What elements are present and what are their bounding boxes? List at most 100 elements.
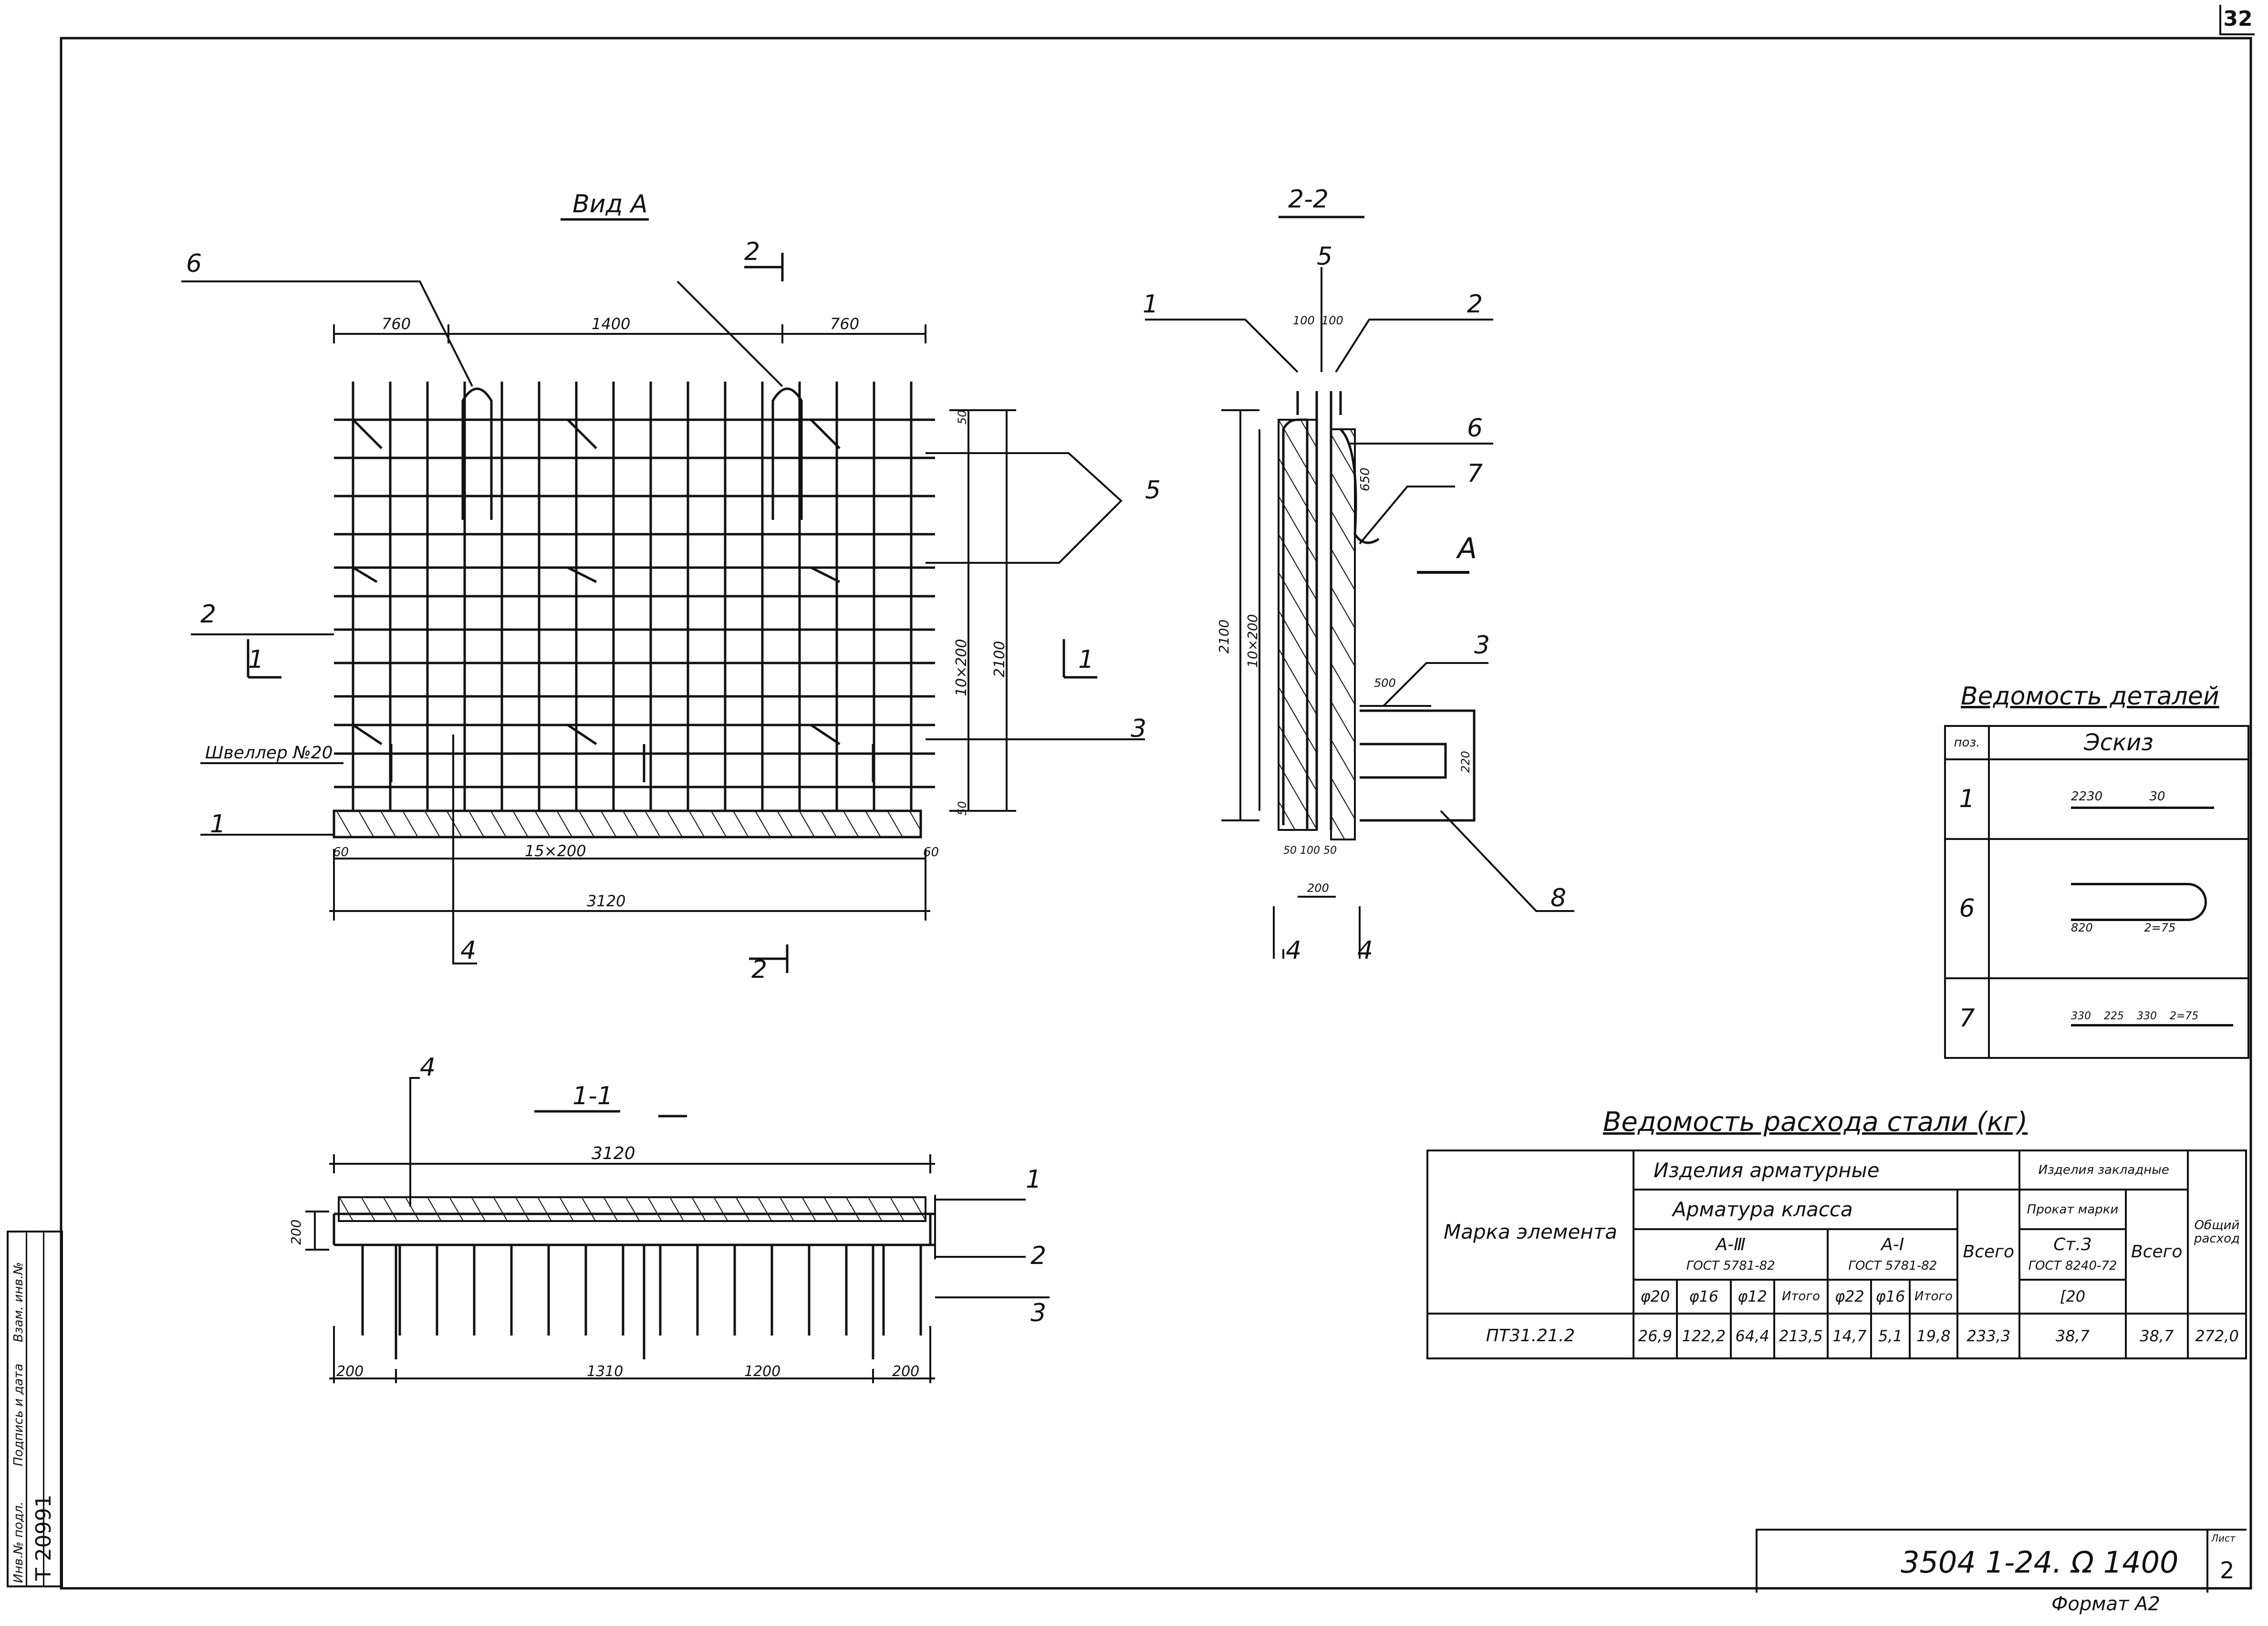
callout-4a: 4 [460, 936, 476, 965]
section-2-2-title: 2-2 [1288, 185, 1329, 214]
dim-r75b: 2=75 [2170, 1010, 2199, 1022]
profile: Прокат марки [2018, 1189, 2127, 1230]
col-total2: Всего [2124, 1189, 2189, 1315]
callout-5b: 5 [1317, 242, 1332, 271]
side-stamp: Инв.№ подл. Подпись и дата Взам. инв.№ Т… [7, 1231, 63, 1587]
dim-30: 30 [2149, 789, 2165, 804]
row-value: 213,5 [1773, 1312, 1829, 1360]
row-mark: ПТ31.21.2 [1426, 1312, 1634, 1360]
dim-200-left: 200 [336, 1363, 364, 1380]
col-overall: Общий расход [2187, 1150, 2247, 1315]
side-label: Инв.№ подл. [11, 1501, 26, 1583]
callout-6b: 6 [1467, 414, 1483, 443]
row-value: 19,8 [1908, 1312, 1959, 1360]
profile-size: [20 [2018, 1279, 2127, 1315]
row-value: 14,7 [1827, 1312, 1873, 1360]
dim-10x200-b: 10×200 [1245, 614, 1260, 668]
drawing-frame [60, 37, 2252, 1590]
diam-a1: φ16 [1870, 1279, 1911, 1315]
dim-2100-a: 2100 [991, 641, 1008, 677]
dim-60-left: 60 [333, 845, 349, 860]
row-value: 64,4 [1729, 1312, 1775, 1360]
row-value: 26,9 [1633, 1312, 1678, 1360]
details-sketch-6: 820 2=75 [1988, 838, 2249, 980]
diam-a1: Итого [1908, 1279, 1959, 1315]
dim-100b: 100 [1321, 314, 1343, 327]
cut-1-right: 1 [1078, 645, 1094, 674]
col-total: Всего [1956, 1189, 2021, 1315]
dim-10x200: 10×200 [953, 639, 970, 696]
sheet-box: Лист 2 [2206, 1531, 2247, 1593]
diam-a3: Итого [1773, 1279, 1829, 1315]
dim-60-right: 60 [923, 845, 939, 860]
section-1-1 [305, 1077, 1050, 1383]
row-value: 122,2 [1675, 1312, 1732, 1360]
sheet-value: 2 [2220, 1557, 2235, 1584]
diam-a3: φ12 [1729, 1279, 1775, 1315]
callout-3c: 3 [1030, 1299, 1046, 1327]
callout-4b: 4 [1286, 936, 1301, 965]
row-value: 233,3 [1956, 1312, 2021, 1360]
callout-4c: 4 [1357, 936, 1373, 965]
section-1-1-bars [361, 1245, 922, 1336]
details-table: поз. Эскиз 1 2230 30 6 820 2=75 7 330 22… [1944, 725, 2249, 1059]
dim-200-right: 200 [892, 1363, 919, 1380]
callout-3b: 3 [1474, 631, 1490, 660]
view-a-title: Вид А [572, 190, 648, 218]
callout-5: 5 [1145, 476, 1161, 505]
details-row: 7 330 225 330 2=75 [1944, 977, 2249, 1059]
details-pos: 1 [1944, 758, 1990, 840]
details-col-sketch: Эскиз [1988, 725, 2249, 760]
dim-50-top: 50 [956, 410, 969, 425]
details-row: 1 2230 30 [1944, 758, 2249, 840]
group-class: Арматура класса [1632, 1189, 1959, 1230]
side-label: Подпись и дата [11, 1363, 26, 1466]
section-1-1-title: 1-1 [572, 1082, 613, 1110]
row-value: 272,0 [2187, 1312, 2247, 1360]
callout-1c: 1 [1026, 1165, 1041, 1194]
sheet-number: 32 [2219, 5, 2255, 35]
dim-760-left: 760 [382, 315, 411, 333]
group-reinf: Изделия арматурные [1632, 1149, 2021, 1191]
cut-2-bottom: 2 [751, 955, 767, 984]
dim-3120-b: 3120 [592, 1144, 635, 1163]
dim-330b: 330 [2137, 1010, 2157, 1022]
dim-220: 220 [1459, 751, 1472, 773]
callout-6a: 6 [186, 249, 202, 278]
drawing-code: 3504 1-24. Ω 1400 [1901, 1545, 2179, 1580]
diam-a3: φ16 [1675, 1279, 1732, 1315]
title-stamp: 3504 1-24. Ω 1400 Лист 2 [1756, 1529, 2247, 1593]
callout-2c: 2 [1030, 1242, 1046, 1270]
steel-table: Марка элемента Изделия арматурные Издели… [1426, 1149, 2247, 1360]
dim-820: 820 [2071, 921, 2093, 934]
section-2-2 [1145, 267, 1574, 959]
view-a [181, 253, 1145, 973]
details-sketch-1: 2230 30 [1988, 758, 2249, 840]
format-label: Формат А2 [2051, 1593, 2160, 1615]
details-pos: 7 [1944, 977, 1990, 1059]
dim-2230: 2230 [2071, 789, 2103, 804]
dim-1200: 1200 [744, 1363, 780, 1380]
details-row: 6 820 2=75 [1944, 838, 2249, 980]
row-value: 38,7 [2018, 1312, 2127, 1360]
callout-2a: 2 [200, 600, 216, 629]
details-title: Ведомость деталей [1961, 682, 2219, 711]
table-row: ПТ31.21.2 26,9 122,2 64,4 213,5 14,7 5,1… [1426, 1312, 2247, 1360]
steel-table-title: Ведомость расхода стали (кг) [1603, 1107, 2028, 1138]
dim-1400: 1400 [592, 315, 630, 333]
dim-r75: 2=75 [2144, 921, 2176, 934]
details-pos: 6 [1944, 838, 1990, 980]
dim-200-22: 200 [1307, 881, 1329, 895]
callout-8: 8 [1550, 884, 1566, 912]
sheet-label: Лист [2211, 1533, 2236, 1544]
dim-200-h: 200 [288, 1220, 304, 1245]
dim-50-bottom: 50 [956, 801, 969, 816]
row-value: 5,1 [1870, 1312, 1911, 1360]
group-embedded: Изделия закладные [2018, 1149, 2189, 1191]
diam-a3: φ20 [1633, 1279, 1678, 1315]
view-a-marker: А [1456, 532, 1477, 565]
dim-500: 500 [1374, 676, 1396, 690]
